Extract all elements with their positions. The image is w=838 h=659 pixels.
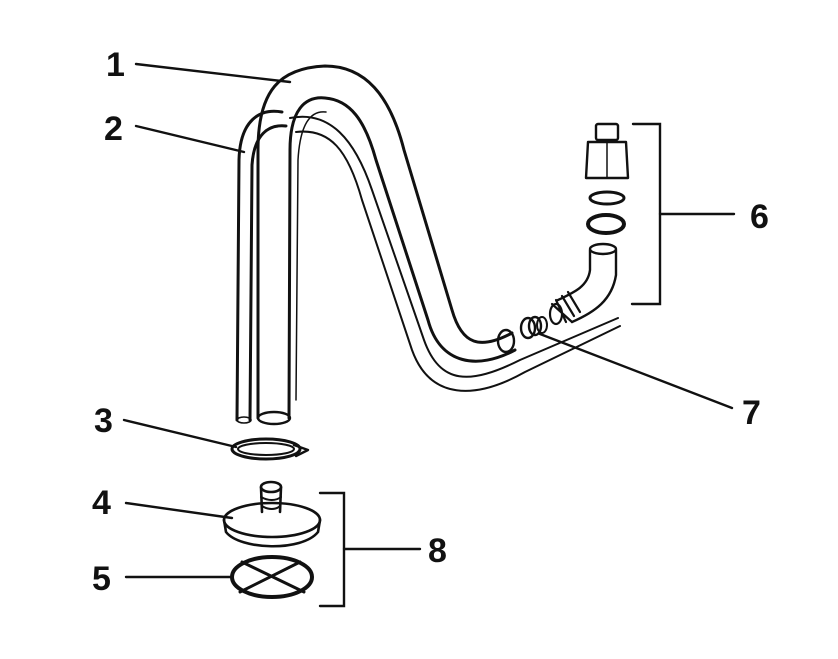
fitting-part-7 xyxy=(519,315,548,340)
tank-cap-part-4 xyxy=(222,480,322,548)
callout-4: 4 xyxy=(92,484,111,522)
thin-tube-part-2 xyxy=(235,109,621,424)
callout-2: 2 xyxy=(104,110,123,148)
callout-3: 3 xyxy=(94,402,113,440)
callout-8: 8 xyxy=(428,532,447,570)
callout-5: 5 xyxy=(92,560,111,598)
leader-2 xyxy=(134,124,246,154)
bracket-6 xyxy=(630,122,662,306)
large-tube-part-1 xyxy=(256,64,517,426)
leader-3 xyxy=(122,418,238,449)
bracket-8 xyxy=(318,491,346,608)
hose-clamp-part-3 xyxy=(230,437,310,461)
callout-6: 6 xyxy=(750,198,769,236)
filter-screen-part-5 xyxy=(230,555,314,599)
leader-7 xyxy=(538,332,734,410)
elbow-assembly-part-6 xyxy=(548,122,630,326)
leader-4 xyxy=(124,501,234,520)
leader-1 xyxy=(134,62,292,84)
callout-1: 1 xyxy=(106,46,125,84)
callout-7: 7 xyxy=(742,394,761,432)
